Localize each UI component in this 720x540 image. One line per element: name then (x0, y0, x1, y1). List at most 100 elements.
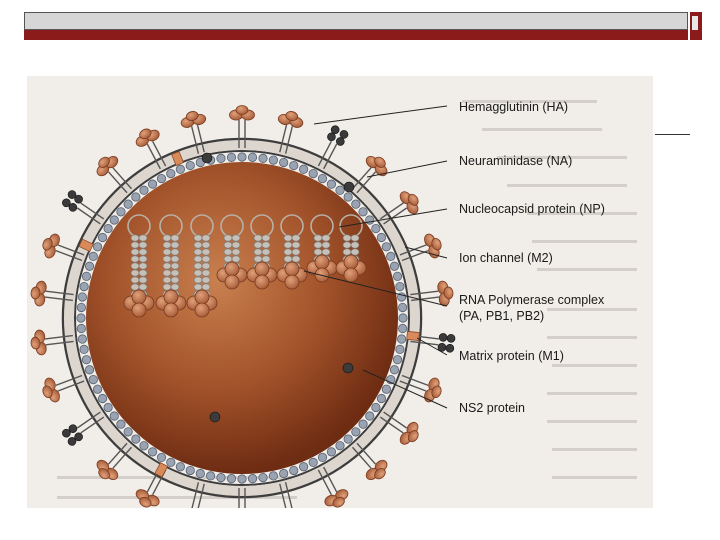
matrix-bead (336, 186, 344, 194)
matrix-bead (396, 345, 404, 353)
matrix-bead (85, 366, 93, 374)
polymerase-subunit (132, 290, 146, 304)
matrix-bead (82, 355, 90, 363)
matrix-bead (77, 303, 85, 311)
matrix-bead (336, 442, 344, 450)
polymerase-subunit (195, 303, 209, 317)
polymerase-subunit (255, 262, 269, 276)
virion-core (86, 162, 398, 474)
matrix-bead (78, 335, 86, 343)
polymerase-subunit (344, 255, 358, 269)
matrix-bead (396, 282, 404, 290)
matrix-bead (132, 193, 140, 201)
matrix-bead (157, 453, 165, 461)
matrix-bead (309, 458, 317, 466)
matrix-bead (318, 453, 326, 461)
matrix-bead (140, 186, 148, 194)
matrix-bead (352, 200, 360, 208)
matrix-bead (299, 463, 307, 471)
matrix-bead (227, 153, 235, 161)
ns2-particle (202, 153, 212, 163)
matrix-bead (248, 474, 256, 482)
matrix-bead (148, 448, 156, 456)
matrix-bead (206, 472, 214, 480)
matrix-bead (344, 435, 352, 443)
matrix-bead (157, 174, 165, 182)
m2-ion-channel (407, 331, 420, 340)
matrix-bead (117, 208, 125, 216)
matrix-bead (124, 428, 132, 436)
matrix-bead (140, 442, 148, 450)
matrix-bead (382, 243, 390, 251)
label-ns2-protein: NS2 protein (459, 401, 525, 415)
matrix-bead (98, 394, 106, 402)
divider-line (655, 134, 690, 135)
polymerase-subunit (255, 275, 269, 289)
matrix-bead (398, 303, 406, 311)
label-neuraminidase: Neuraminidase (NA) (459, 154, 572, 168)
matrix-bead (117, 420, 125, 428)
matrix-bead (186, 466, 194, 474)
influenza-virion-figure: Hemagglutinin (HA) Neuraminidase (NA) Nu… (27, 76, 653, 508)
matrix-bead (269, 472, 277, 480)
accent-bar (24, 30, 688, 40)
matrix-bead (176, 165, 184, 173)
matrix-bead (132, 435, 140, 443)
matrix-bead (259, 473, 267, 481)
matrix-bead (399, 314, 407, 322)
label-hemagglutinin: Hemagglutinin (HA) (459, 100, 568, 114)
matrix-bead (372, 224, 380, 232)
matrix-bead (359, 208, 367, 216)
label-polymerase-subunits: (PA, PB1, PB2) (459, 309, 544, 323)
matrix-bead (104, 403, 112, 411)
matrix-bead (98, 233, 106, 241)
matrix-bead (352, 428, 360, 436)
polymerase-subunit (164, 290, 178, 304)
matrix-bead (78, 293, 86, 301)
label-matrix-protein: Matrix protein (M1) (459, 349, 564, 363)
matrix-bead (327, 180, 335, 188)
matrix-bead (85, 262, 93, 270)
matrix-bead (89, 375, 97, 383)
matrix-bead (390, 262, 398, 270)
matrix-bead (217, 473, 225, 481)
matrix-bead (366, 216, 374, 224)
matrix-bead (80, 282, 88, 290)
matrix-bead (124, 200, 132, 208)
matrix-bead (82, 272, 90, 280)
matrix-bead (248, 153, 256, 161)
matrix-bead (309, 169, 317, 177)
matrix-bead (393, 355, 401, 363)
accent-bar-end-inner (692, 16, 698, 30)
matrix-bead (377, 233, 385, 241)
matrix-bead (176, 463, 184, 471)
polymerase-subunit (344, 268, 358, 282)
label-nucleocapsid-protein: Nucleocapsid protein (NP) (459, 202, 605, 216)
matrix-bead (318, 174, 326, 182)
matrix-bead (377, 394, 385, 402)
polymerase-subunit (315, 255, 329, 269)
matrix-bead (290, 466, 298, 474)
matrix-bead (393, 272, 401, 280)
matrix-bead (196, 469, 204, 477)
matrix-bead (269, 156, 277, 164)
matrix-bead (227, 474, 235, 482)
ns2-particle (344, 182, 354, 192)
matrix-bead (238, 475, 246, 483)
matrix-bead (186, 161, 194, 169)
slide-header (0, 0, 720, 48)
polymerase-subunit (285, 262, 299, 276)
title-bar (24, 12, 688, 30)
matrix-bead (80, 345, 88, 353)
matrix-bead (290, 161, 298, 169)
matrix-bead (279, 469, 287, 477)
matrix-bead (110, 216, 118, 224)
matrix-bead (344, 193, 352, 201)
matrix-bead (299, 165, 307, 173)
matrix-bead (93, 243, 101, 251)
matrix-bead (397, 335, 405, 343)
matrix-bead (217, 154, 225, 162)
matrix-bead (390, 366, 398, 374)
polymerase-subunit (195, 290, 209, 304)
matrix-bead (93, 385, 101, 393)
